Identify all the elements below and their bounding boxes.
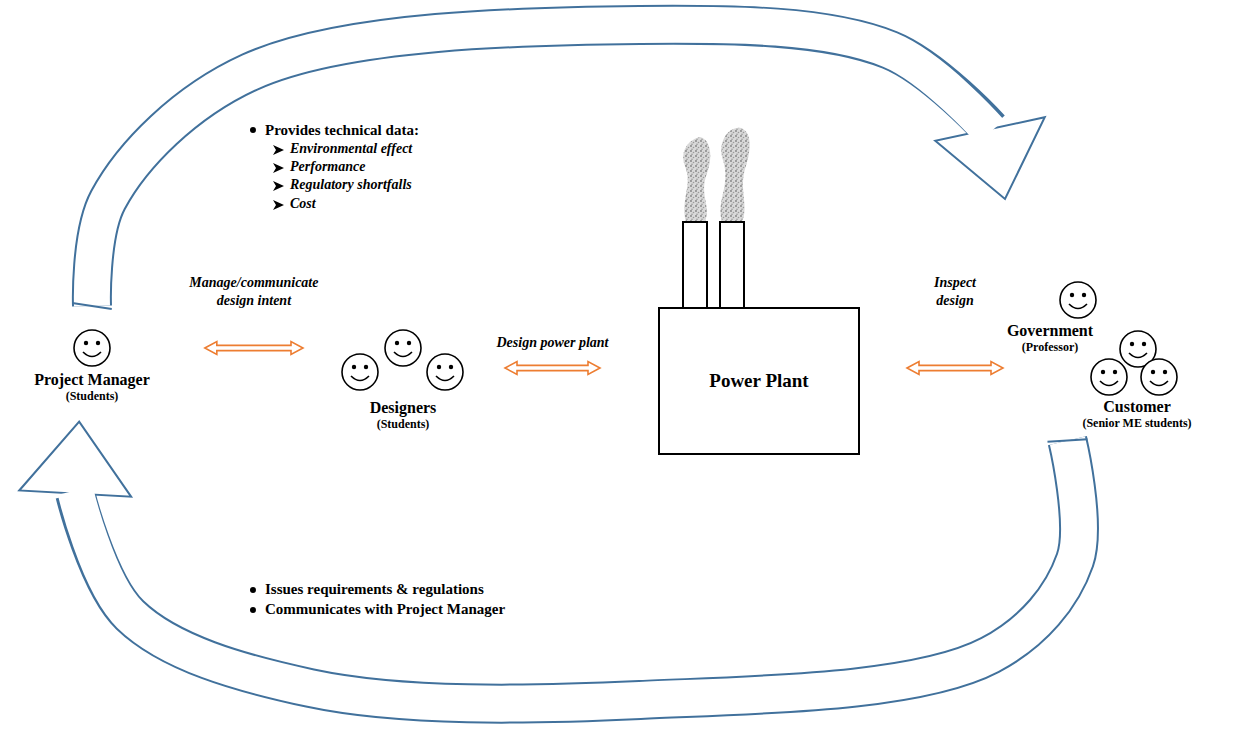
figure-icon bbox=[1097, 329, 1177, 397]
power-plant-box: Power Plant bbox=[658, 307, 860, 455]
stakeholder-group: Designers(Students) bbox=[338, 327, 468, 432]
double-arrow bbox=[205, 342, 303, 355]
chimney bbox=[720, 222, 744, 308]
data-item: Regulatory shortfalls bbox=[290, 177, 412, 194]
smiley-face bbox=[1141, 359, 1177, 395]
smiley-face bbox=[1060, 282, 1096, 318]
smiley-face bbox=[1091, 359, 1127, 395]
double-arrow bbox=[907, 362, 1003, 375]
node-subtitle: (Senior ME students) bbox=[1082, 416, 1191, 430]
stakeholder-group: Customer(Senior ME students) bbox=[1082, 329, 1191, 431]
node-subtitle: (Students) bbox=[338, 417, 468, 431]
arrow-bullet bbox=[273, 200, 284, 210]
edge-label: Inspect design bbox=[920, 274, 990, 310]
data-item: Performance bbox=[290, 159, 365, 176]
flow-band-arrow bbox=[19, 422, 1087, 704]
figure-icon bbox=[70, 326, 114, 370]
bullet bbox=[250, 607, 256, 613]
smiley-face bbox=[342, 354, 378, 390]
data-item: Environmental effect bbox=[290, 141, 412, 158]
figure-icon bbox=[338, 327, 468, 394]
bullet bbox=[250, 587, 256, 593]
edge-label: Manage/communicate design intent bbox=[179, 274, 329, 310]
note-text: Communicates with Project Manager bbox=[265, 600, 505, 618]
flow-band-arrow bbox=[72, 25, 1045, 309]
data-item: Cost bbox=[290, 196, 316, 213]
double-arrow bbox=[505, 362, 600, 375]
edge-label: Design power plant bbox=[496, 334, 608, 352]
node-title: Designers bbox=[338, 398, 468, 417]
node-subtitle: (Students) bbox=[34, 389, 150, 403]
node-title: Government bbox=[990, 321, 1110, 340]
node-title: Project Manager bbox=[34, 370, 150, 389]
smoke-plume bbox=[683, 137, 710, 222]
arrow-bullet bbox=[273, 181, 284, 191]
chimney bbox=[683, 222, 707, 308]
arrow-bullet bbox=[273, 145, 284, 155]
node-subtitle: (Professor) bbox=[990, 340, 1110, 354]
node-title: Power Plant bbox=[709, 370, 808, 393]
smoke-plume bbox=[721, 128, 750, 222]
node-title: Customer bbox=[1082, 397, 1191, 416]
note-text: Issues requirements & regulations bbox=[265, 580, 484, 598]
arrow-bullet bbox=[273, 163, 284, 173]
stakeholder-figure: Project Manager(Students) bbox=[34, 326, 150, 404]
figure-icon bbox=[990, 279, 1110, 321]
stakeholder-figure: Government(Professor) bbox=[990, 279, 1110, 355]
smiley-face bbox=[385, 330, 421, 366]
smiley-face bbox=[74, 330, 110, 366]
smiley-face bbox=[427, 354, 463, 390]
note-text: Provides technical data: bbox=[265, 121, 419, 139]
bullet bbox=[250, 127, 256, 133]
